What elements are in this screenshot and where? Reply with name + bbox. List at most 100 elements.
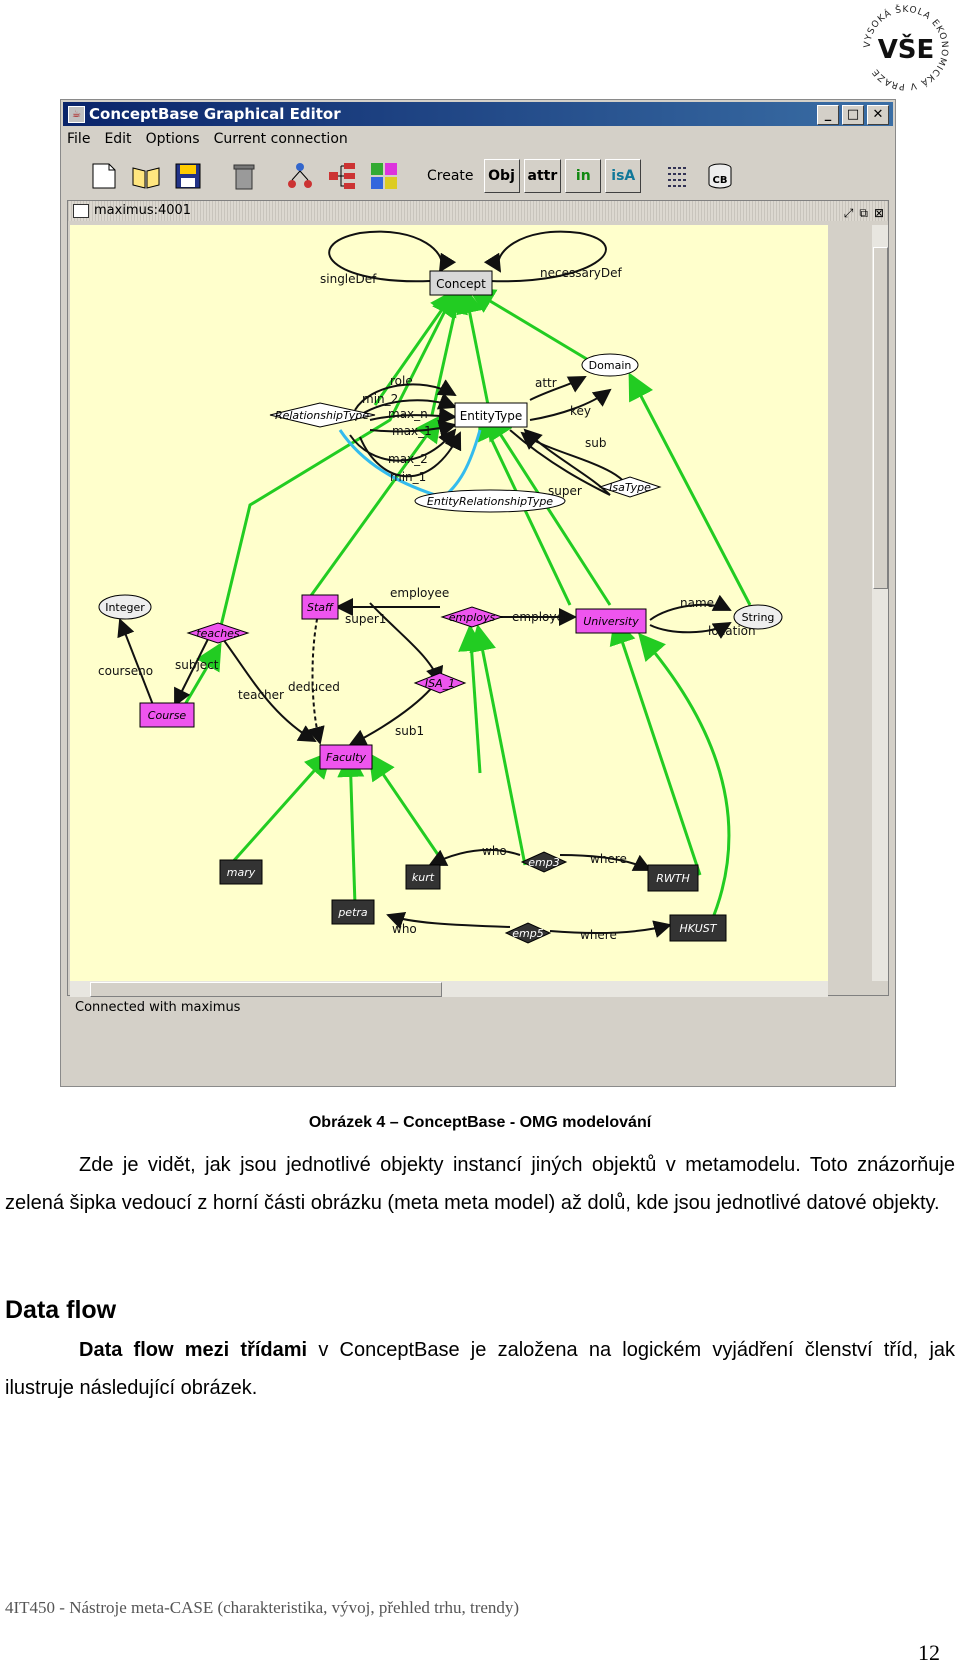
svg-text:EntityType: EntityType — [460, 409, 523, 423]
node-mary[interactable]: mary — [219, 859, 263, 885]
create-label: Create — [427, 168, 474, 184]
node-emp5[interactable]: emp5 — [504, 922, 552, 944]
label-deduced: deduced — [288, 680, 340, 694]
logo-mark: VŠE — [878, 33, 935, 65]
graph-frame-titlebar: maximus:4001 ⤢ ⧉ ⊠ — [68, 201, 888, 221]
svg-text:String: String — [742, 611, 775, 624]
node-staff[interactable]: Staff — [301, 594, 339, 620]
new-document-icon — [92, 163, 116, 189]
create-in-button[interactable]: in — [565, 159, 602, 193]
svg-text:Integer: Integer — [105, 601, 145, 614]
page-footer: 4IT450 - Nástroje meta-CASE (charakteris… — [5, 1598, 520, 1617]
node-domain[interactable]: Domain — [581, 353, 639, 377]
svg-text:kurt: kurt — [412, 871, 435, 884]
menu-current-connection[interactable]: Current connection — [213, 131, 348, 147]
layout-grid-icon — [371, 163, 397, 189]
create-attr-button[interactable]: attr — [523, 159, 562, 193]
svg-text:IsaType: IsaType — [609, 481, 651, 494]
paragraph-2-text: v ConceptBase je založena na logickém vy… — [5, 1339, 956, 1399]
section-heading: Data flow — [5, 1296, 117, 1324]
delete-button[interactable] — [225, 156, 263, 196]
toolbar: Create Obj attr in isA CB — [65, 152, 891, 200]
svg-text:emp3: emp3 — [528, 856, 559, 869]
label-subject: subject — [175, 658, 219, 672]
query-button[interactable] — [659, 156, 697, 196]
node-teaches[interactable]: teaches — [186, 622, 250, 644]
node-entity-type[interactable]: EntityType — [454, 402, 528, 428]
create-obj-button[interactable]: Obj — [483, 159, 520, 193]
svg-text:teaches: teaches — [196, 627, 240, 640]
edge-labels: singleDef necessaryDef role min_2 max_n … — [98, 266, 756, 942]
svg-text:employs: employs — [449, 611, 496, 624]
svg-text:emp5: emp5 — [512, 927, 543, 940]
label-employee: employee — [390, 586, 449, 600]
menu-file[interactable]: File — [67, 131, 91, 147]
hierarchy-button[interactable] — [323, 156, 361, 196]
node-relationship-type[interactable]: RelationshipType — [269, 402, 376, 428]
maximize-button[interactable]: □ — [842, 105, 864, 125]
tree-button[interactable] — [281, 156, 319, 196]
node-entity-relationship-type[interactable]: EntityRelationshipType — [414, 489, 566, 513]
save-button[interactable] — [169, 156, 207, 196]
figure-caption: Obrázek 4 – ConceptBase - OMG modelování — [308, 1114, 652, 1131]
node-faculty[interactable]: Faculty — [319, 744, 373, 770]
svg-text:Concept: Concept — [436, 277, 486, 291]
svg-text:RelationshipType: RelationshipType — [275, 409, 369, 422]
node-kurt[interactable]: kurt — [405, 864, 441, 890]
node-course[interactable]: Course — [139, 702, 195, 728]
svg-text:mary: mary — [227, 866, 256, 879]
node-isa-type[interactable]: IsaType — [598, 476, 662, 498]
node-university[interactable]: University — [575, 608, 647, 634]
hierarchy-icon — [329, 163, 355, 189]
menu-options[interactable]: Options — [145, 131, 200, 147]
label-sub: sub — [585, 436, 606, 450]
conceptbase-graph: Concept EntityType RelationshipType Doma… — [98, 230, 783, 944]
svg-text:petra: petra — [337, 906, 368, 919]
svg-text:University: University — [583, 615, 639, 628]
label-super: super — [548, 484, 582, 498]
label-who-1: who — [482, 844, 507, 858]
node-hkust[interactable]: HKUST — [669, 914, 727, 942]
node-petra[interactable]: petra — [331, 899, 375, 925]
layout-button[interactable] — [365, 156, 403, 196]
create-isa-button[interactable]: isA — [605, 159, 642, 193]
frame-icon — [73, 204, 89, 218]
label-max-1: max_1 — [392, 424, 432, 438]
open-button[interactable] — [127, 156, 165, 196]
app-icon: ☕ — [68, 106, 85, 123]
label-name: name — [680, 596, 714, 610]
node-rwth[interactable]: RWTH — [647, 864, 699, 892]
label-attr: attr — [535, 376, 557, 390]
paragraph-2-bold: Data flow mezi třídami — [79, 1339, 308, 1361]
create-in-label: in — [575, 168, 591, 184]
vertical-scroll-thumb[interactable] — [873, 247, 888, 589]
label-where-1: where — [590, 852, 627, 866]
vertical-scrollbar[interactable] — [872, 225, 888, 981]
node-string[interactable]: String — [733, 604, 783, 630]
create-isa-label: isA — [611, 168, 636, 184]
frame-restore-button[interactable]: ⤢ — [843, 206, 854, 220]
horizontal-scrollbar[interactable] — [70, 981, 828, 997]
svg-text:Staff: Staff — [307, 601, 334, 614]
svg-text:ISA_1: ISA_1 — [425, 677, 455, 690]
graph-canvas[interactable]: Concept EntityType RelationshipType Doma… — [70, 225, 828, 981]
close-button[interactable]: ✕ — [867, 105, 889, 125]
node-employs[interactable]: employs — [440, 606, 504, 628]
new-button[interactable] — [85, 156, 123, 196]
node-isa-1[interactable]: ISA_1 — [413, 672, 467, 694]
node-concept[interactable]: Concept — [429, 270, 493, 296]
svg-text:RWTH: RWTH — [656, 872, 690, 885]
svg-text:Course: Course — [148, 709, 187, 722]
instance-edges — [178, 286, 752, 926]
minimize-button[interactable]: _ — [817, 105, 839, 125]
node-emp3[interactable]: emp3 — [520, 851, 568, 873]
create-attr-label: attr — [527, 168, 558, 184]
node-integer[interactable]: Integer — [98, 594, 152, 620]
frame-maximize-button[interactable]: ⧉ — [859, 206, 868, 220]
paragraph-2: Data flow mezi třídami v ConceptBase je … — [5, 1331, 955, 1407]
horizontal-scroll-thumb[interactable] — [90, 982, 442, 997]
menu-edit[interactable]: Edit — [104, 131, 132, 147]
paragraph-1-text: Zde je vidět, jak jsou jednotlivé objekt… — [5, 1154, 955, 1214]
frame-close-button[interactable]: ⊠ — [873, 206, 884, 220]
cb-button[interactable]: CB — [701, 156, 739, 196]
